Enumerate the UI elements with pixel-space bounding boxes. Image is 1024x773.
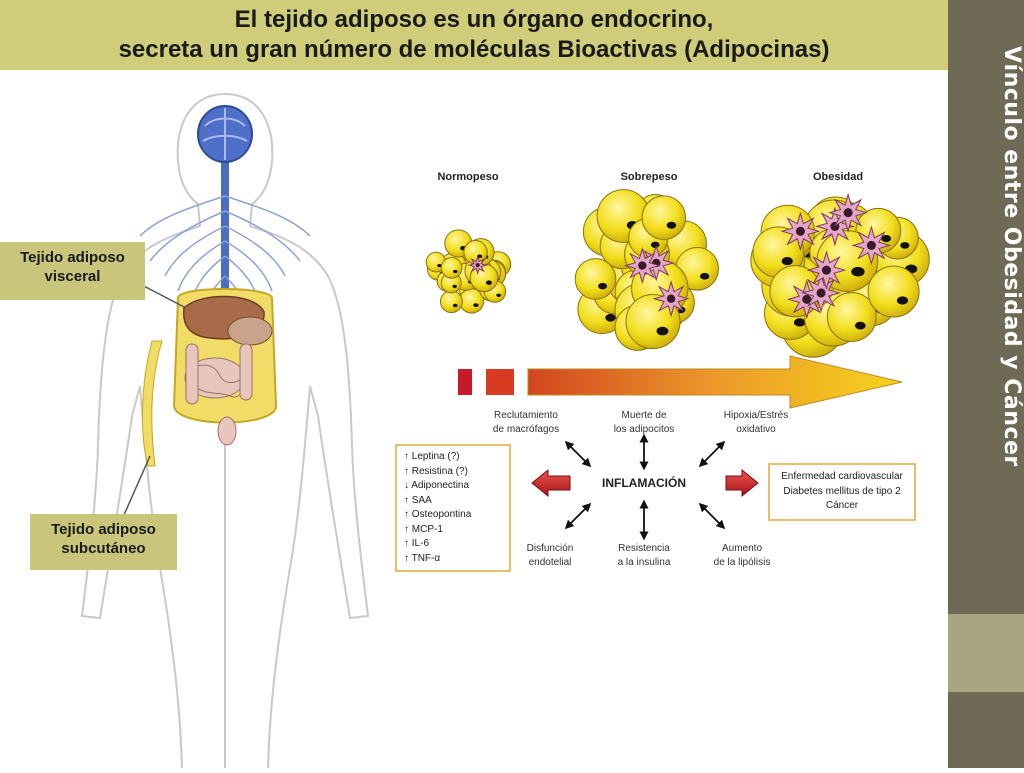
adipocyte-cluster-normopeso: [425, 229, 512, 314]
macrophage-nucleus: [816, 288, 826, 298]
adipokine-item: ↑ TNF-α: [404, 552, 441, 564]
diagram-canvas: Normopeso Sobrepeso Obesidad Reclutamien…: [80, 93, 930, 769]
adipocyte-nucleus: [881, 235, 892, 243]
adipokine-item: ↑ IL-6: [404, 538, 430, 549]
process-labels-bottom: Disfunción endotelial Resistencia a la i…: [527, 543, 771, 568]
adipocyte-nucleus: [473, 303, 479, 308]
adipose-figure: Normopeso Sobrepeso Obesidad Reclutamien…: [0, 86, 948, 769]
visceral-label-line-1: Tejido adiposo: [20, 249, 125, 266]
outcomes-box: [768, 463, 916, 521]
macrophage-nucleus: [475, 263, 480, 268]
adipocyte: [826, 292, 877, 342]
adipokine-item: ↓ Adiponectina: [404, 480, 470, 491]
abdominal-organs: [172, 288, 278, 446]
connector-arrows: [564, 433, 726, 541]
side-panel-accent: [948, 614, 1024, 692]
visceral-label-line-2: visceral: [44, 268, 101, 285]
process-label: Reclutamiento: [494, 410, 558, 421]
adipocyte-nucleus: [496, 293, 502, 298]
macrophage-nucleus: [638, 261, 647, 270]
macrophage-nucleus: [866, 240, 876, 250]
adipocyte-nucleus: [900, 242, 910, 249]
adipocyte: [440, 257, 463, 279]
process-label: endotelial: [529, 557, 572, 568]
macrophage-nucleus: [802, 294, 812, 304]
adipokine-item: ↑ SAA: [404, 494, 432, 506]
adipokine-item: ↑ MCP-1: [404, 523, 443, 535]
slide-title-line-2: secreta un gran número de moléculas Bioa…: [118, 36, 830, 63]
adipocyte: [641, 195, 687, 240]
subcutaneous-fat: [141, 340, 163, 467]
adipocyte-nucleus: [666, 221, 677, 229]
adipocyte-nucleus: [793, 318, 806, 327]
macrophage-nucleus: [666, 294, 676, 303]
progression-block-2: [486, 369, 514, 395]
process-label: los adipocitos: [614, 424, 675, 435]
adipocyte: [574, 258, 617, 300]
adipocyte-nucleus: [854, 321, 866, 330]
adipocyte: [463, 240, 488, 265]
progression-block-1: [458, 369, 472, 395]
outcome-list: Enfermedad cardiovascular Diabetes melli…: [771, 470, 913, 514]
subcutaneous-fat-label: Tejido adiposo subcutáneo: [30, 514, 177, 570]
outcome-item: Enfermedad cardiovascular: [781, 471, 903, 482]
nervous-system: [139, 105, 311, 386]
adipocyte-nucleus: [650, 241, 660, 248]
adipokine-item: ↑ Osteopontina: [404, 509, 472, 520]
subcutaneous-label-line-1: Tejido adiposo: [51, 521, 156, 538]
process-label: Muerte de: [621, 410, 666, 421]
inflammation-label: INFLAMACIÓN: [602, 475, 686, 490]
adipocyte-nucleus: [896, 296, 909, 305]
adipocyte-nucleus: [452, 303, 458, 308]
adipocyte-nucleus: [598, 282, 608, 290]
adipocyte-nucleus: [781, 257, 793, 266]
process-label: oxidativo: [736, 424, 776, 435]
stage-label: Sobrepeso: [621, 171, 678, 183]
adipocyte-nucleus: [605, 313, 616, 322]
process-label: Aumento: [722, 543, 762, 554]
subcutaneous-label-line-2: subcutáneo: [61, 540, 146, 557]
process-label: Disfunción: [527, 543, 574, 554]
outcome-item: Cáncer: [825, 500, 859, 511]
adipocyte: [439, 290, 463, 314]
title-band: El tejido adiposo es un órgano endocrino…: [0, 0, 948, 70]
adipocyte-nucleus: [452, 284, 457, 288]
adipocyte-nucleus: [485, 280, 492, 285]
intestines-icon: [184, 343, 253, 405]
adipocyte-nucleus: [699, 272, 710, 280]
adipokine-item: ↑ Leptina (?): [404, 451, 460, 462]
adipocyte-nucleus: [656, 326, 669, 336]
process-label: de macrófagos: [493, 424, 559, 435]
macrophage-nucleus: [795, 226, 805, 236]
process-label: Hipoxia/Estrés: [724, 410, 788, 421]
stage-label: Normopeso: [437, 171, 498, 183]
adipocyte: [867, 265, 920, 318]
adipocyte-nucleus: [437, 263, 442, 268]
macrophage-nucleus: [821, 265, 832, 275]
adipocyte-cluster-sobrepeso: [574, 189, 720, 351]
adipokine-list: ↑ Leptina (?) ↑ Resistina (?) ↓ Adiponec…: [404, 450, 471, 566]
adipocyte-nucleus: [452, 269, 458, 274]
process-labels-top: Reclutamiento de macrófagos Muerte de lo…: [493, 410, 788, 435]
visceral-fat-label: Tejido adiposo visceral: [0, 242, 145, 300]
macrophage-nucleus: [843, 208, 853, 218]
side-title: Vínculo entre Obesidad y Cáncer: [999, 46, 1024, 467]
adipokine-box: [395, 444, 511, 572]
left-red-arrow: [531, 468, 571, 498]
process-label: a la insulina: [618, 557, 671, 568]
subcutaneous-callout-line: [119, 455, 151, 525]
slide-title-line-1: El tejido adiposo es un órgano endocrino…: [234, 6, 714, 33]
right-red-arrow: [725, 468, 759, 498]
progression-arrow: [527, 355, 903, 409]
adipocyte-nucleus: [851, 266, 865, 277]
process-label: de la lipólisis: [714, 557, 771, 568]
outcome-item: Diabetes mellitus de tipo 2: [783, 485, 901, 497]
process-label: Resistencia: [618, 543, 670, 554]
adipocyte-nucleus: [477, 254, 483, 259]
adipocyte-cluster-obesidad: [750, 192, 930, 358]
adipocyte: [625, 294, 681, 350]
adipokine-item: ↑ Resistina (?): [404, 465, 468, 477]
stage-label: Obesidad: [813, 171, 863, 183]
visceral-callout-line: [139, 283, 187, 309]
